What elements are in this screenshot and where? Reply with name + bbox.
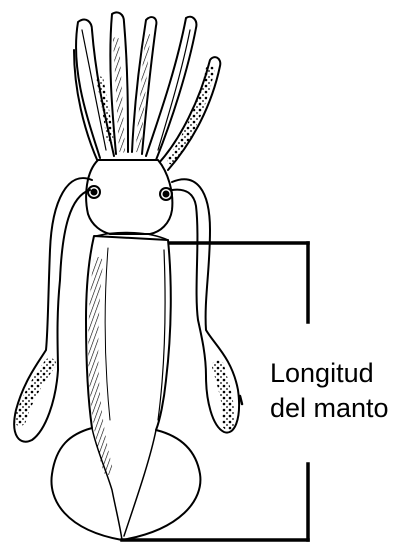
label-line-2: del manto — [270, 391, 419, 426]
squid-arms — [74, 12, 220, 170]
squid-mantle — [51, 233, 200, 540]
mantle-length-label: Longitud del manto — [270, 356, 419, 426]
squid-illustration — [14, 12, 242, 540]
squid-head — [86, 160, 172, 234]
label-line-1: Longitud — [270, 356, 419, 391]
